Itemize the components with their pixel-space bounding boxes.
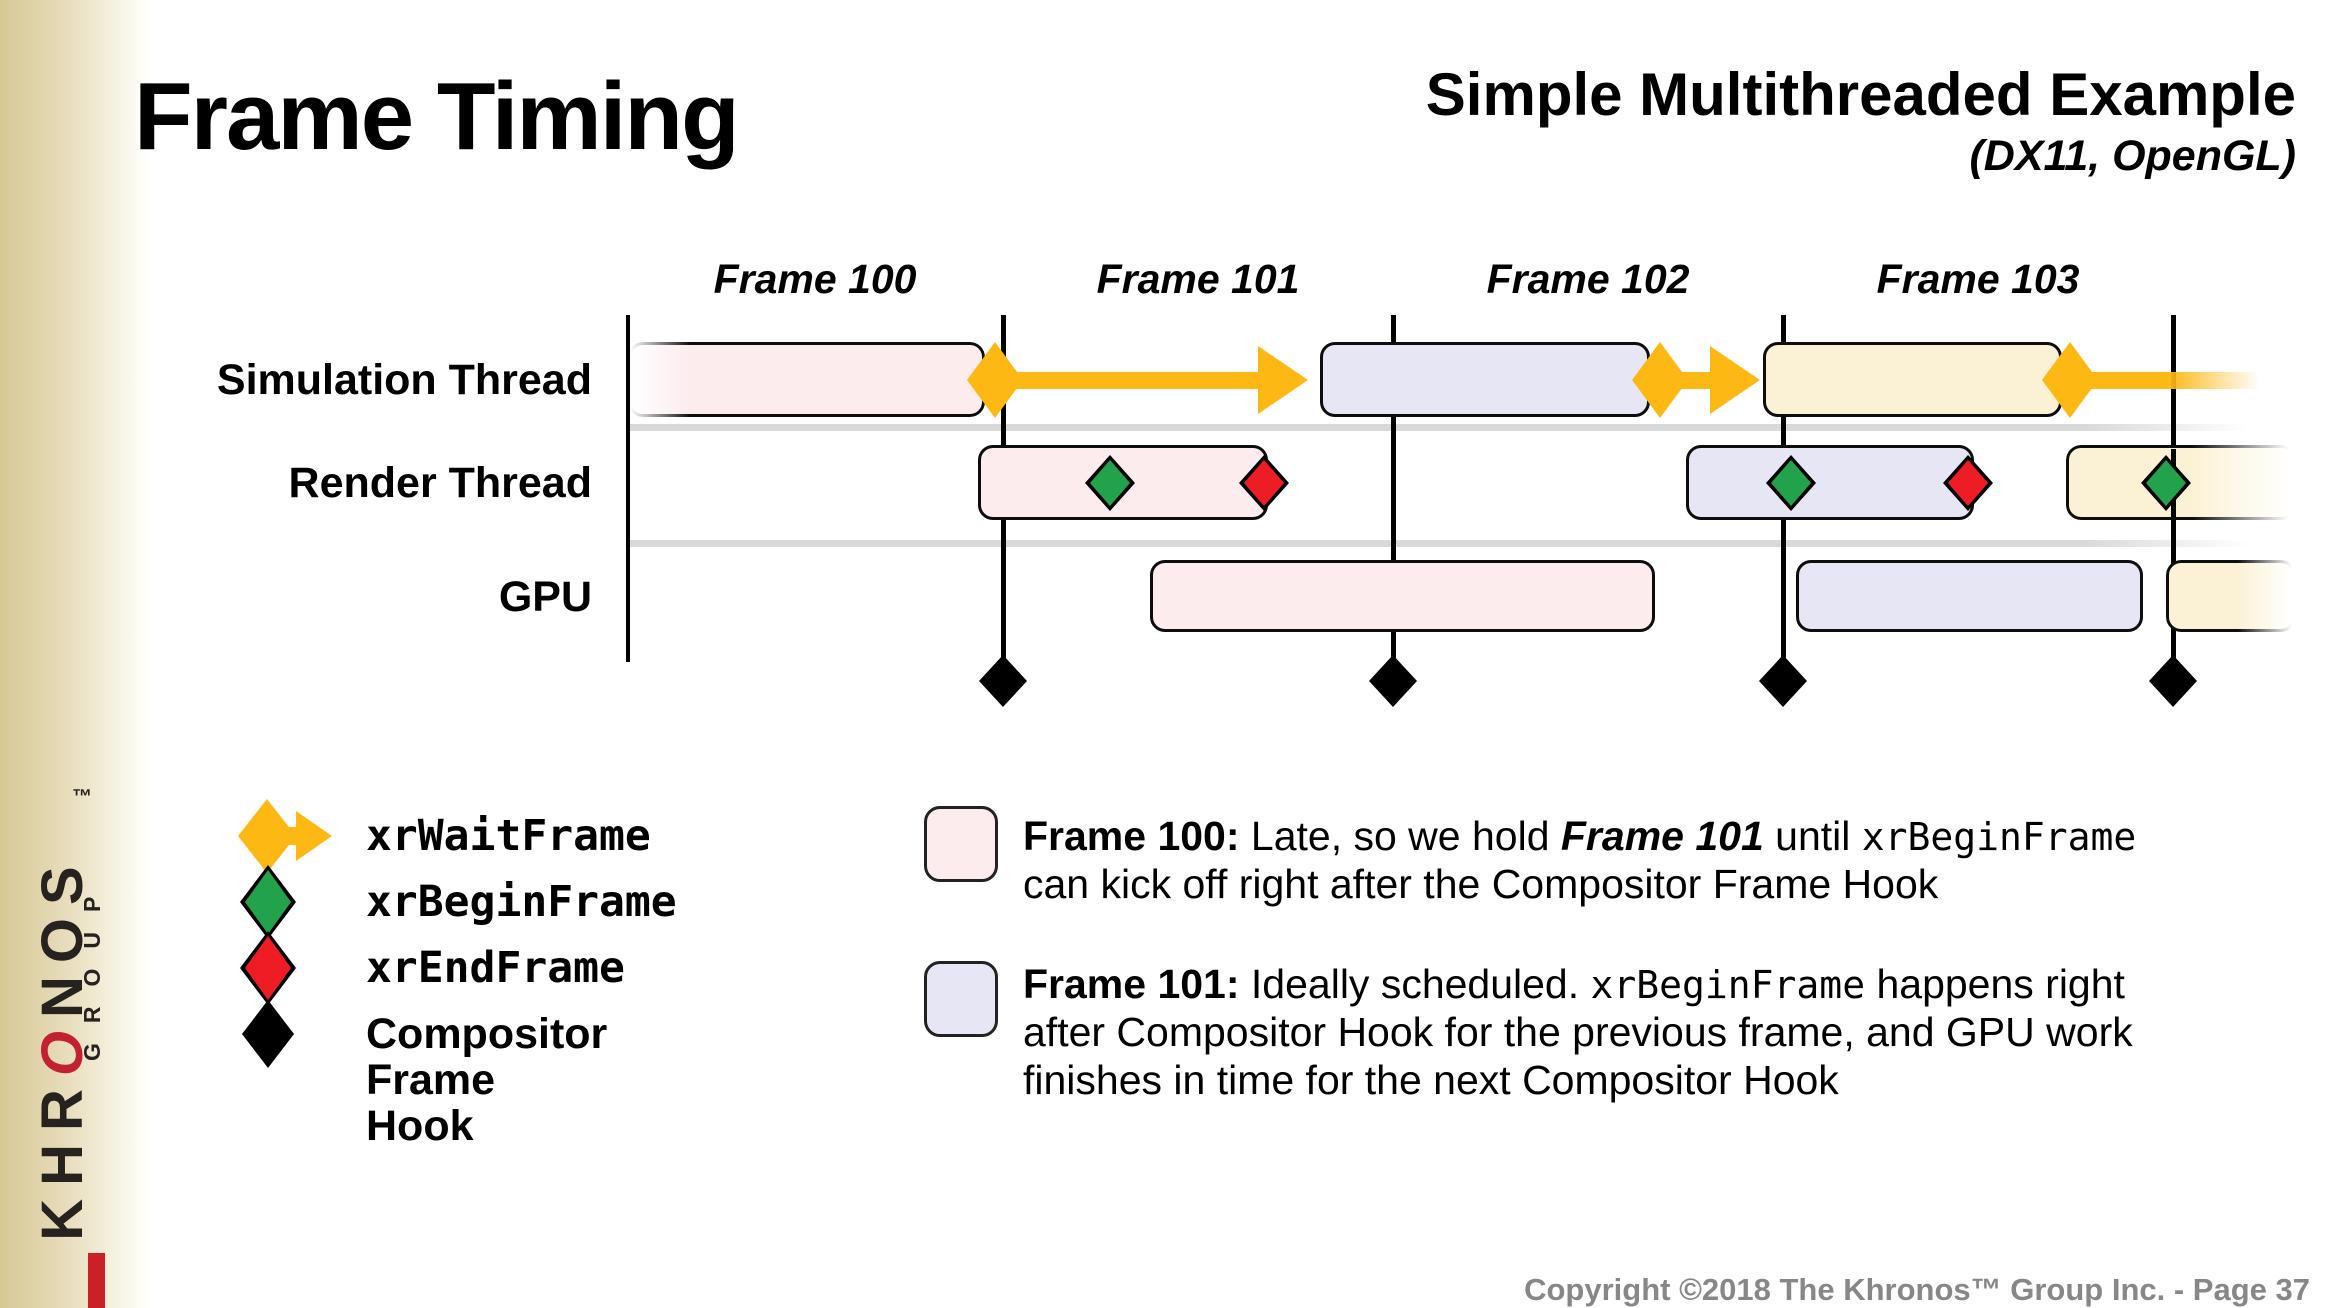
compositor-hook-diamond-icon xyxy=(1759,655,1807,707)
legend-label: xrWaitFrame xyxy=(366,811,651,861)
row-label: GPU xyxy=(498,573,592,621)
wait-arrow-head-icon xyxy=(1710,346,1760,414)
note-swatch-pink xyxy=(924,806,998,882)
note-text-segment: Frame 101: xyxy=(1023,961,1240,1007)
slide-subtitle-apis: (DX11, OpenGL) xyxy=(1969,132,2296,180)
frame-label: Frame 102 xyxy=(1486,256,1690,302)
note-text-segment: can kick off right after the Compositor … xyxy=(1023,861,1939,907)
frame-label: Frame 100 xyxy=(713,256,917,302)
note-text-segment: xrBeginFrame xyxy=(1861,815,2137,859)
compositor-hook-diamond-icon xyxy=(979,655,1027,707)
note-text-segment: finishes in time for the next Compositor… xyxy=(1023,1057,1839,1103)
compositor-hook-diamond-icon xyxy=(2149,655,2197,707)
legend-label: xrEndFrame xyxy=(366,943,625,993)
note-text-line: Frame 101: Ideally scheduled. xrBeginFra… xyxy=(1023,960,2323,1009)
timeline-bar-gpu-cream xyxy=(2166,560,2296,632)
page-title: Frame Timing xyxy=(134,63,740,170)
note-swatch-lavender xyxy=(924,961,998,1037)
note-text-line: after Compositor Hook for the previous f… xyxy=(1023,1008,2323,1056)
timeline-bar-sim-cream xyxy=(1763,342,2062,417)
row-separator xyxy=(628,424,2248,431)
legend-label: Compositor Frame Hook xyxy=(366,1010,608,1150)
note-text-segment: Frame 101 xyxy=(1560,813,1764,859)
timeline-bar-sim-pink xyxy=(628,342,985,417)
slide-subtitle: Simple Multithreaded Example xyxy=(1425,61,2296,128)
timeline-bar-gpu-pink xyxy=(1150,560,1655,632)
note-text-segment: Ideally scheduled. xyxy=(1239,961,1591,1007)
trademark-symbol: ™ xyxy=(72,786,92,808)
note-text-line: Frame 100: Late, so we hold Frame 101 un… xyxy=(1023,812,2323,861)
note-text-segment: Late, so we hold xyxy=(1239,813,1561,859)
wait-arrow-stem xyxy=(1003,372,1258,389)
note-text-segment: Frame 100: xyxy=(1023,813,1240,859)
compositor-hook-diamond-icon xyxy=(1369,655,1417,707)
frame-label: Frame 101 xyxy=(1096,256,1300,302)
timeline-bar-gpu-lavender xyxy=(1796,560,2143,632)
khronos-logo-text-pre: KHR xyxy=(30,1076,95,1241)
wait-arrow-stem xyxy=(2085,372,2265,389)
legend-label: xrBeginFrame xyxy=(366,877,677,927)
red-accent-bar xyxy=(88,1253,105,1308)
row-label: Render Thread xyxy=(288,459,592,507)
note-text-line: can kick off right after the Compositor … xyxy=(1023,860,2323,908)
note-text-segment: happens right xyxy=(1865,961,2125,1007)
row-label: Simulation Thread xyxy=(216,356,592,404)
timeline-bar-sim-lavender xyxy=(1320,342,1650,417)
note-text-segment: xrBeginFrame xyxy=(1590,963,1866,1007)
note-text-line: finishes in time for the next Compositor… xyxy=(1023,1056,2323,1104)
axis-line xyxy=(626,315,630,662)
frame-label: Frame 103 xyxy=(1876,256,2080,302)
wait-arrow-head-icon xyxy=(1258,346,1308,414)
timeline-bar-render-lavender xyxy=(1686,445,1974,520)
note-text-segment: after Compositor Hook for the previous f… xyxy=(1023,1009,2133,1055)
khronos-logo-group-text: GROUP xyxy=(79,876,105,1061)
brand-strip xyxy=(0,0,152,1308)
row-separator xyxy=(628,540,2248,547)
note-text-segment: until xyxy=(1763,813,1862,859)
frame-boundary-line xyxy=(1391,315,1396,658)
copyright-text: Copyright ©2018 The Khronos™ Group Inc. … xyxy=(1524,1272,2310,1307)
